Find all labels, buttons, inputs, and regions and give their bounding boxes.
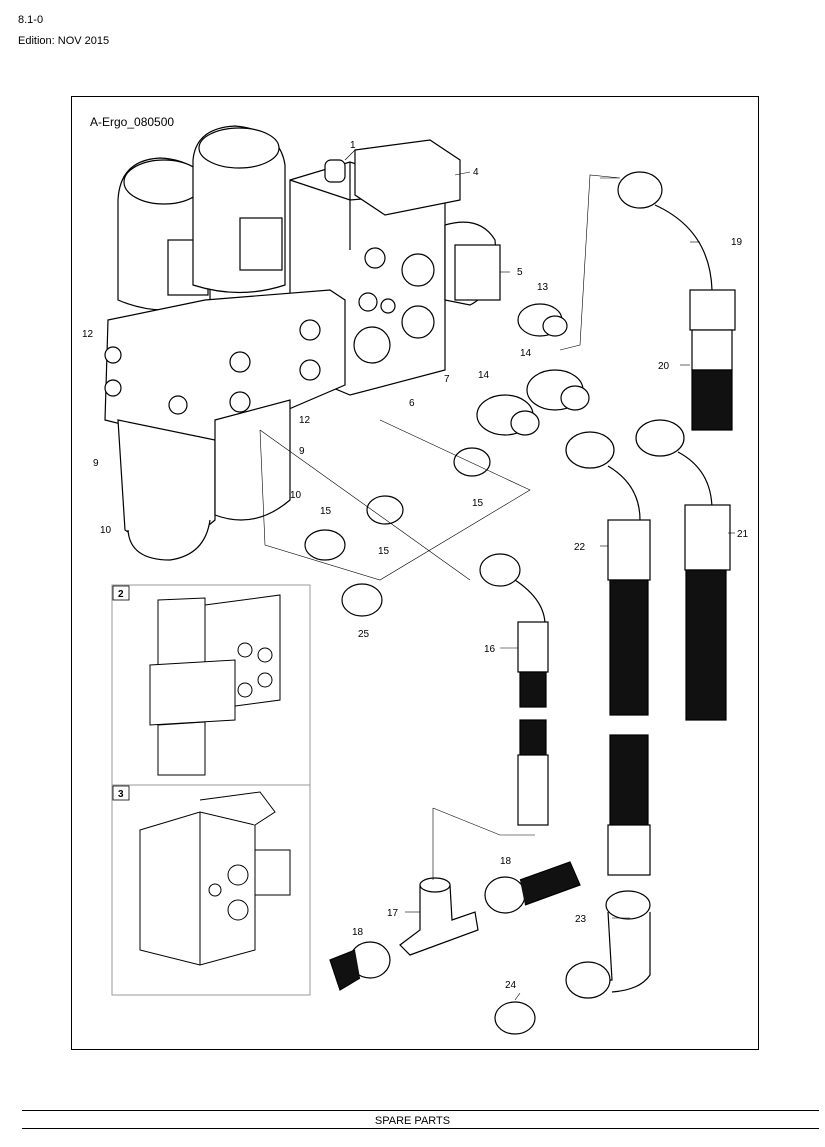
fitting-15a xyxy=(453,447,491,477)
svg-text:3: 3 xyxy=(118,789,124,800)
svg-text:4: 4 xyxy=(473,167,479,178)
lower-coil-left xyxy=(117,419,216,561)
edition-label: Edition: NOV 2015 xyxy=(18,35,110,47)
parts-drawing-frame xyxy=(71,96,759,1050)
svg-text:7: 7 xyxy=(444,374,450,385)
svg-text:19: 19 xyxy=(731,237,743,248)
svg-text:20: 20 xyxy=(658,361,670,372)
svg-text:14: 14 xyxy=(520,348,532,359)
top-solenoid xyxy=(354,139,461,216)
inset-2-valve xyxy=(149,594,281,776)
svg-text:22: 22 xyxy=(574,542,586,553)
svg-text:12: 12 xyxy=(82,329,94,340)
fitting-24 xyxy=(494,1001,536,1035)
fitting-15b xyxy=(366,495,404,525)
svg-text:21: 21 xyxy=(737,529,749,540)
fitting-14b xyxy=(476,394,540,436)
footer-rule-top xyxy=(22,1110,819,1111)
svg-text:10: 10 xyxy=(290,490,302,501)
svg-text:15: 15 xyxy=(472,498,484,509)
tee-17 xyxy=(399,877,479,956)
svg-text:5: 5 xyxy=(517,267,523,278)
hose-19-20 xyxy=(617,171,736,431)
inset-box-3 xyxy=(111,784,311,996)
hose-18-left xyxy=(329,941,391,991)
side-coil xyxy=(444,221,501,306)
inset-3-valve xyxy=(139,791,291,966)
svg-text:25: 25 xyxy=(358,629,370,640)
svg-text:1: 1 xyxy=(350,140,356,151)
svg-text:2: 2 xyxy=(118,589,124,600)
drawing-id: A-Ergo_080500 xyxy=(90,115,174,129)
callout-labels: 1 4 5 13 14 12 7 6 14 12 9 9 10 10 15 15… xyxy=(82,140,749,991)
hose-21 xyxy=(635,419,731,721)
hose-16 xyxy=(479,553,549,826)
footer-label: SPARE PARTS xyxy=(374,1115,451,1127)
svg-text:14: 14 xyxy=(478,370,490,381)
svg-text:12: 12 xyxy=(299,415,311,426)
svg-text:15: 15 xyxy=(320,506,332,517)
fitting-13 xyxy=(517,303,568,337)
elbow-23 xyxy=(565,890,651,999)
fitting-14a xyxy=(526,369,590,411)
leader-lines xyxy=(259,149,735,1001)
svg-text:16: 16 xyxy=(484,644,496,655)
svg-text:18: 18 xyxy=(500,856,512,867)
svg-text:9: 9 xyxy=(93,458,99,469)
svg-text:18: 18 xyxy=(352,927,364,938)
solenoid-coil-right xyxy=(192,125,286,294)
svg-text:6: 6 xyxy=(409,398,415,409)
svg-text:23: 23 xyxy=(575,914,587,925)
svg-text:13: 13 xyxy=(537,282,549,293)
footer-rule-bottom xyxy=(22,1128,819,1129)
plug-25 xyxy=(341,583,383,617)
svg-text:9: 9 xyxy=(299,446,305,457)
lower-coil-right xyxy=(214,399,291,521)
svg-text:15: 15 xyxy=(378,546,390,557)
fitting-15c xyxy=(304,529,346,561)
page-number: 8.1-0 xyxy=(18,14,44,26)
svg-text:17: 17 xyxy=(387,908,399,919)
svg-text:10: 10 xyxy=(100,525,112,536)
hose-22 xyxy=(565,431,651,876)
hose-18-right xyxy=(484,861,581,914)
svg-text:24: 24 xyxy=(505,980,517,991)
